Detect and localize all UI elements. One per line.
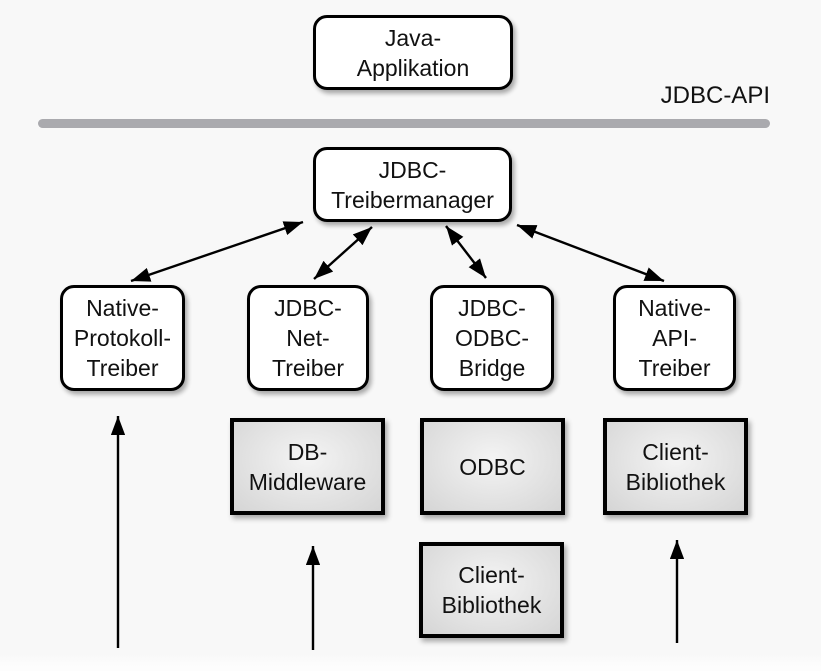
jdbc-api-label: JDBC-API [660,82,770,109]
node-label: JDBC- [274,295,342,321]
bottom-edge-light-band [0,654,821,671]
node-jdbc-odbc-bridge: JDBC- ODBC- Bridge [430,285,554,391]
node-label: Client- [458,562,525,588]
node-label: Applikation [356,54,470,81]
node-odbc: ODBC [420,418,565,515]
node-label: Native- [638,295,711,321]
node-client-bibliothek-right: Client- Bibliothek [603,418,748,515]
node-label: Native- [86,295,159,321]
node-label: Bridge [458,355,526,381]
node-label: ODBC- [454,325,530,351]
node-label: Treiber [86,355,159,381]
node-label: Treibermanager [331,186,494,213]
node-jdbc-net-treiber: JDBC- Net- Treiber [247,285,369,391]
node-label: Treiber [638,355,711,381]
jdbc-api-divider-line [38,119,770,128]
node-label: Net- [286,325,330,351]
bidirectional-arrow-manager-native-protokoll [130,220,304,283]
node-native-api-treiber: Native- API- Treiber [613,285,736,391]
node-client-bibliothek-bottom: Client- Bibliothek [419,542,564,638]
node-label: Protokoll- [73,325,172,351]
node-label: ODBC [459,453,526,480]
node-label: Treiber [272,355,344,381]
node-label: Middleware [248,468,367,495]
node-label: Java- [384,24,442,51]
node-native-protokoll-treiber: Native- Protokoll- Treiber [60,285,185,391]
bidirectional-arrow-manager-native-api [516,223,665,283]
node-label: Bibliothek [441,592,542,618]
node-java-applikation: Java- Applikation [313,15,513,90]
node-label: JDBC- [458,295,526,321]
node-label: Client- [642,438,709,465]
node-label: API- [652,325,697,351]
node-label: JDBC- [378,156,447,183]
node-label: Bibliothek [625,468,726,495]
bidirectional-arrow-manager-jdbc-net [313,226,373,280]
node-jdbc-treibermanager: JDBC- Treibermanager [313,147,512,222]
node-label: DB- [287,438,328,465]
node-db-middleware: DB- Middleware [230,418,385,515]
bidirectional-arrow-manager-jdbc-odbc [445,225,487,279]
